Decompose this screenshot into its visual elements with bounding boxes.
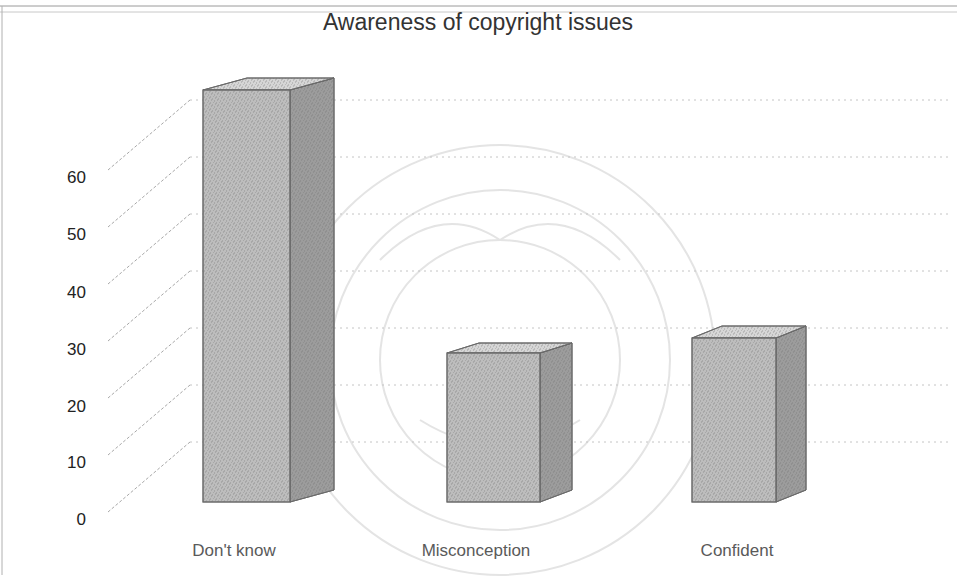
axis-tick: 40 [67,284,86,303]
axis-tick: 10 [67,454,86,473]
axis-tick: 50 [67,226,86,245]
frame-line [2,6,3,575]
category-label: Confident [701,542,774,561]
frame-line [0,6,957,7]
axis-tick: 0 [77,511,86,530]
watermark-seal [285,145,715,575]
category-label: Misconception [422,542,531,561]
axis-tick: 20 [67,398,86,417]
category-label: Don't know [192,542,276,561]
bar-confident [692,326,806,502]
chart-title: Awareness of copyright issues [323,10,633,35]
bar-misconception [447,343,572,502]
axis-tick: 30 [67,341,86,360]
axis-tick: 60 [67,169,86,188]
bar-dont-know [203,78,334,502]
